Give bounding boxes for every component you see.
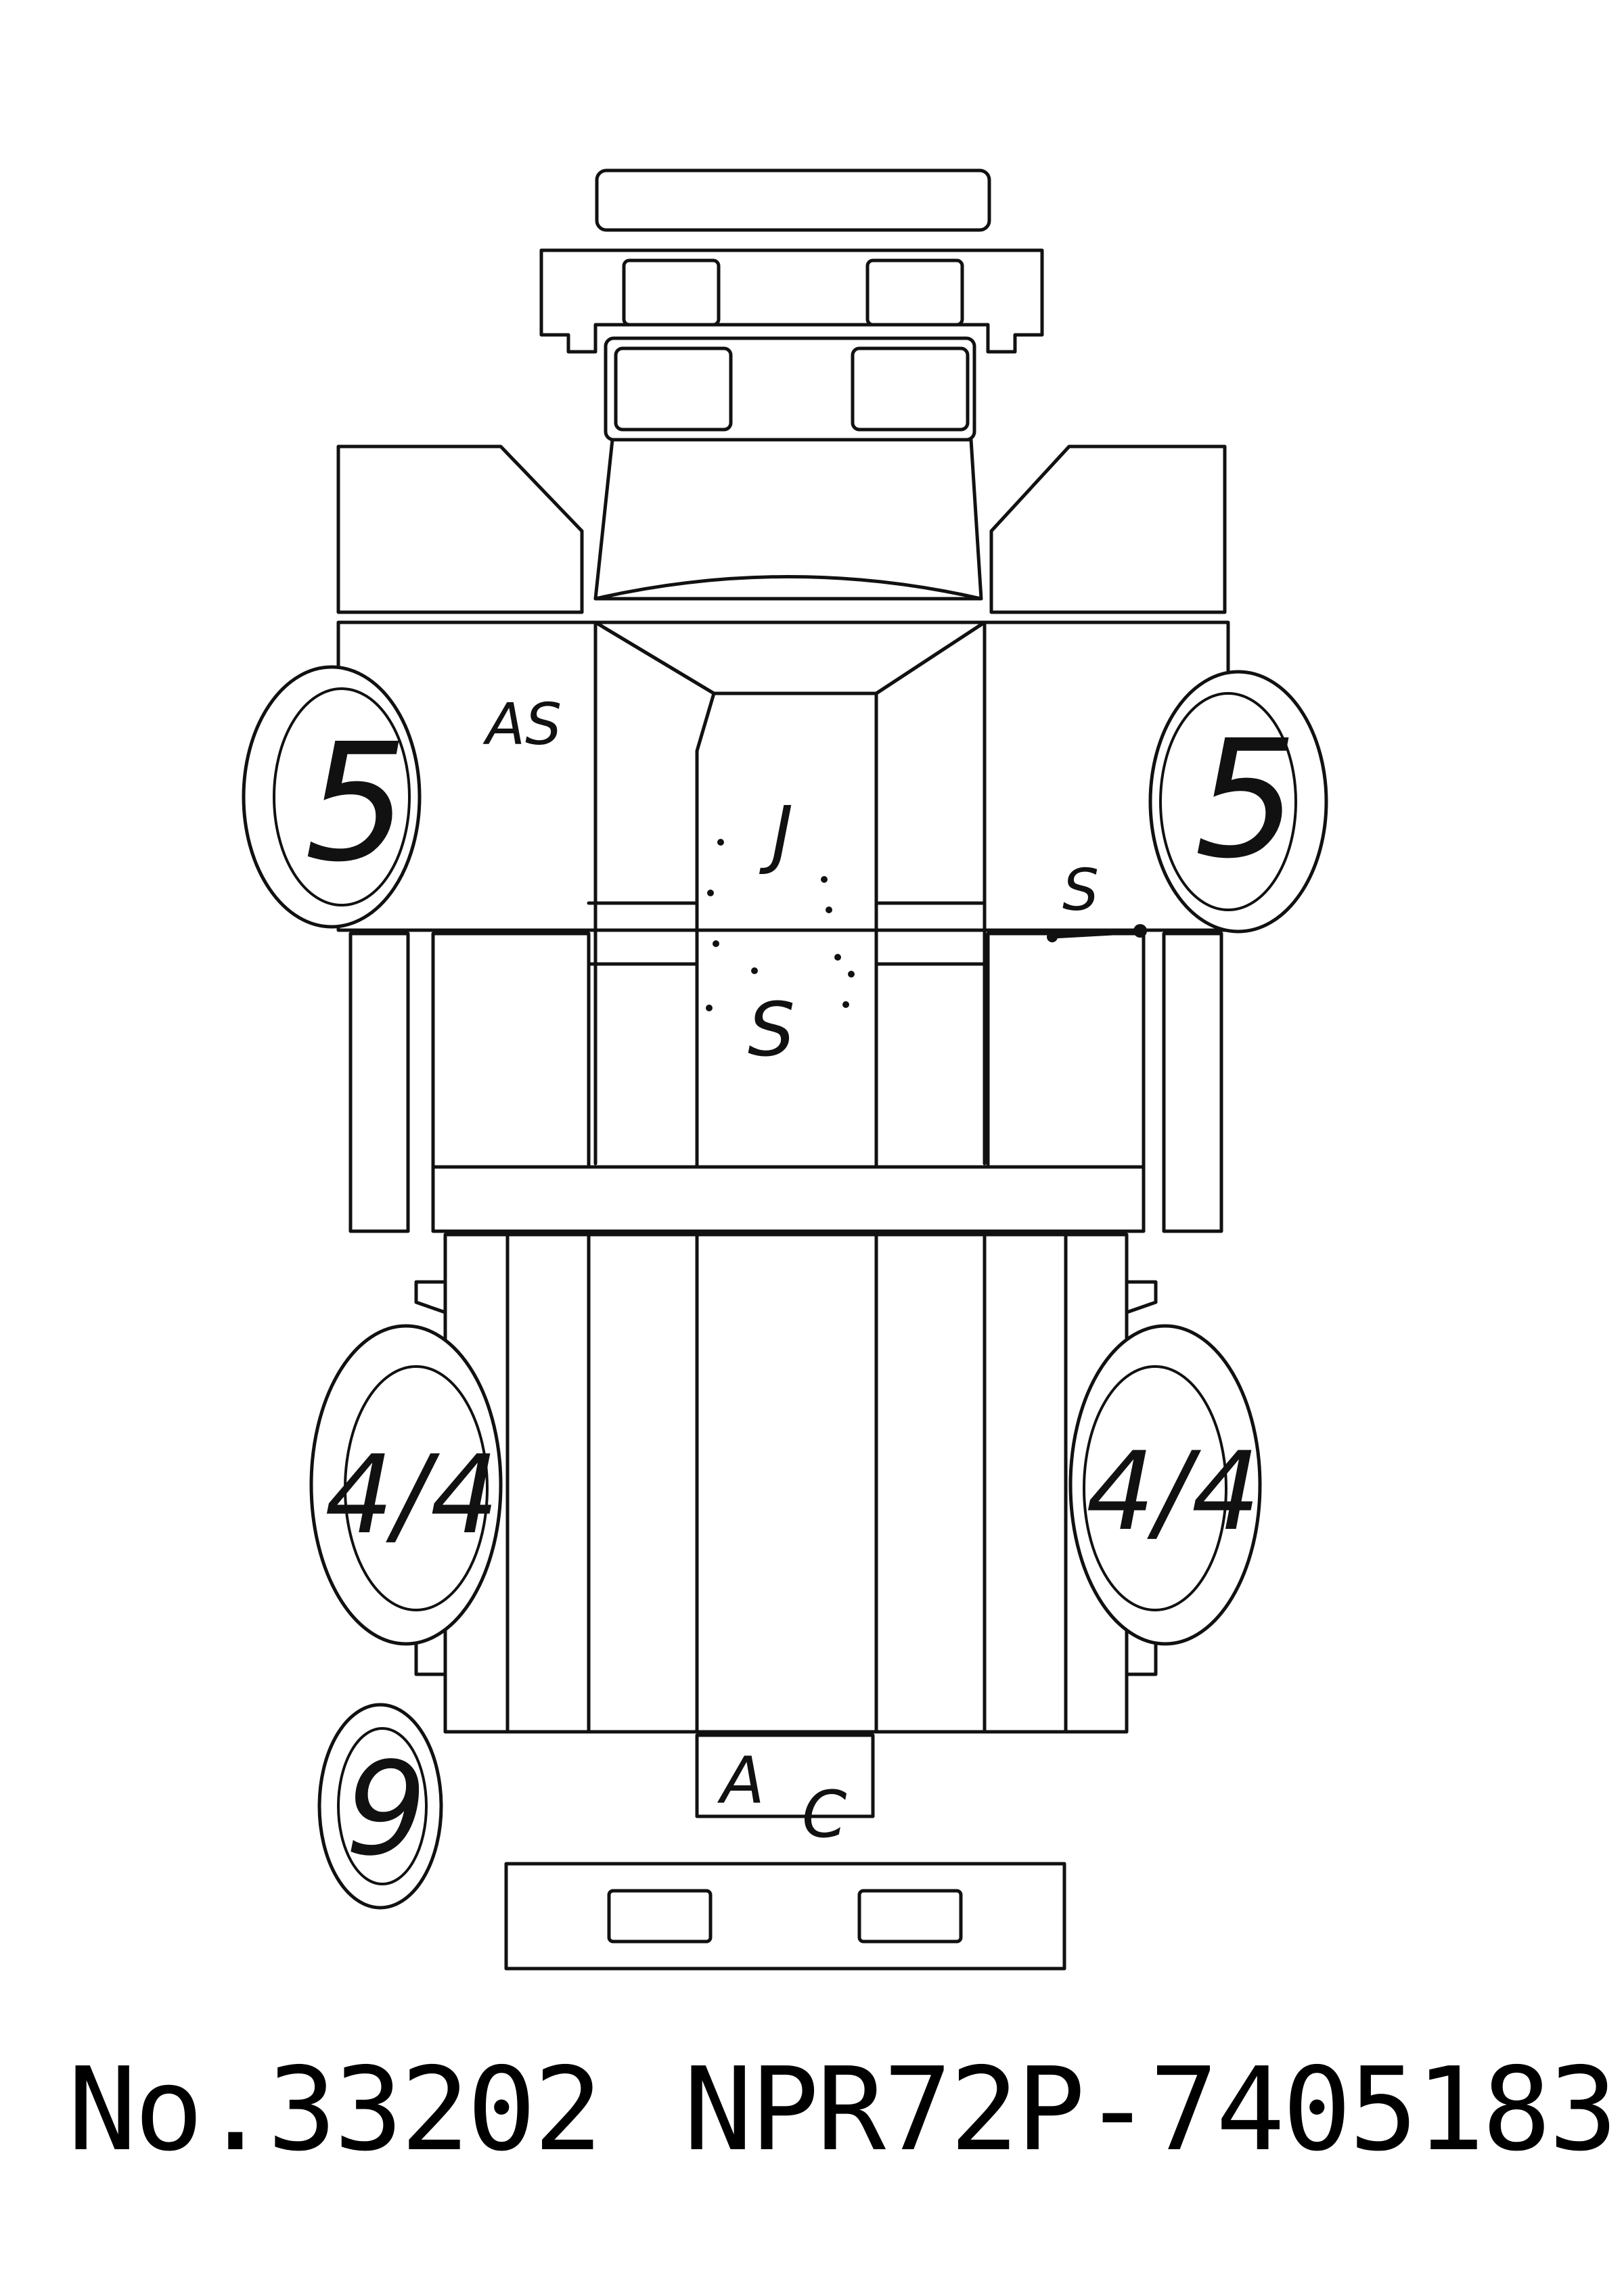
mud-flap-rear-left-top (414, 1280, 447, 1314)
cab-floor-top-edge (593, 620, 987, 695)
rear-right-tire-note: 4/4 (1086, 1428, 1261, 1555)
right-lower-section (986, 932, 1146, 1169)
rear-left-tire-outer (309, 1324, 503, 1646)
rear-left-tire-label: 4/4 (325, 1431, 499, 1558)
rear-left-tire-inner (344, 1365, 489, 1611)
hood-curve (593, 575, 983, 601)
right-side-label: S (1062, 857, 1099, 924)
rear-left-tire-note: 4/4 (325, 1431, 499, 1558)
cab-hood (593, 438, 983, 601)
rear-panel-label-c: C (802, 1778, 847, 1852)
headlamp-right (851, 346, 970, 432)
rear-bumper (504, 1862, 1066, 1971)
headlamp-left (614, 346, 733, 432)
vehicle-id-footer: No.33202 NPR72P-7405183 (0, 2029, 1624, 2178)
front-left-tire-inner (273, 687, 411, 906)
rear-center-panel (695, 1733, 875, 1818)
cargo-bed (443, 1233, 1129, 1734)
rear-panel-label-a: A (717, 1744, 765, 1818)
rear-right-tire-label: 4/4 (1086, 1428, 1261, 1555)
rear-lamp-left (607, 1889, 713, 1944)
left-lower-section (431, 932, 591, 1169)
cab-floor-label-bottom: S (748, 986, 795, 1073)
left-fender-label: AS (482, 691, 562, 758)
rear-right-tire-outer (1068, 1324, 1262, 1646)
front-lamp-right (865, 258, 964, 327)
spare-tire-label: 9 (345, 1735, 427, 1884)
rear-right-tire-inner (1083, 1365, 1227, 1611)
front-bumper (595, 168, 991, 232)
front-right-tire-inner (1159, 692, 1297, 911)
left-door-panel (336, 444, 584, 614)
right-door-panel (989, 444, 1227, 614)
cab-floor-dots (706, 839, 855, 1011)
lot-number: No.33202 (68, 2043, 603, 2177)
front-left-tire-label: 5 (304, 708, 408, 898)
chassis-number: NPR72P-7405183 (683, 2043, 1618, 2177)
spare-tire-inner (337, 1727, 428, 1885)
right-step-rail (1162, 932, 1223, 1233)
right-side-mark-dot-left (1047, 932, 1058, 942)
rear-lamp-right (857, 1889, 963, 1944)
right-side-mark-line (1050, 930, 1139, 939)
cab-rear-beam (431, 1165, 1146, 1233)
left-step-rail (348, 932, 410, 1233)
front-lamp-left (622, 258, 721, 327)
mud-flap-rear-right-top (1125, 1280, 1158, 1314)
right-side-mark-dot-right (1133, 924, 1147, 938)
front-right-tire-label: 5 (1194, 705, 1298, 894)
